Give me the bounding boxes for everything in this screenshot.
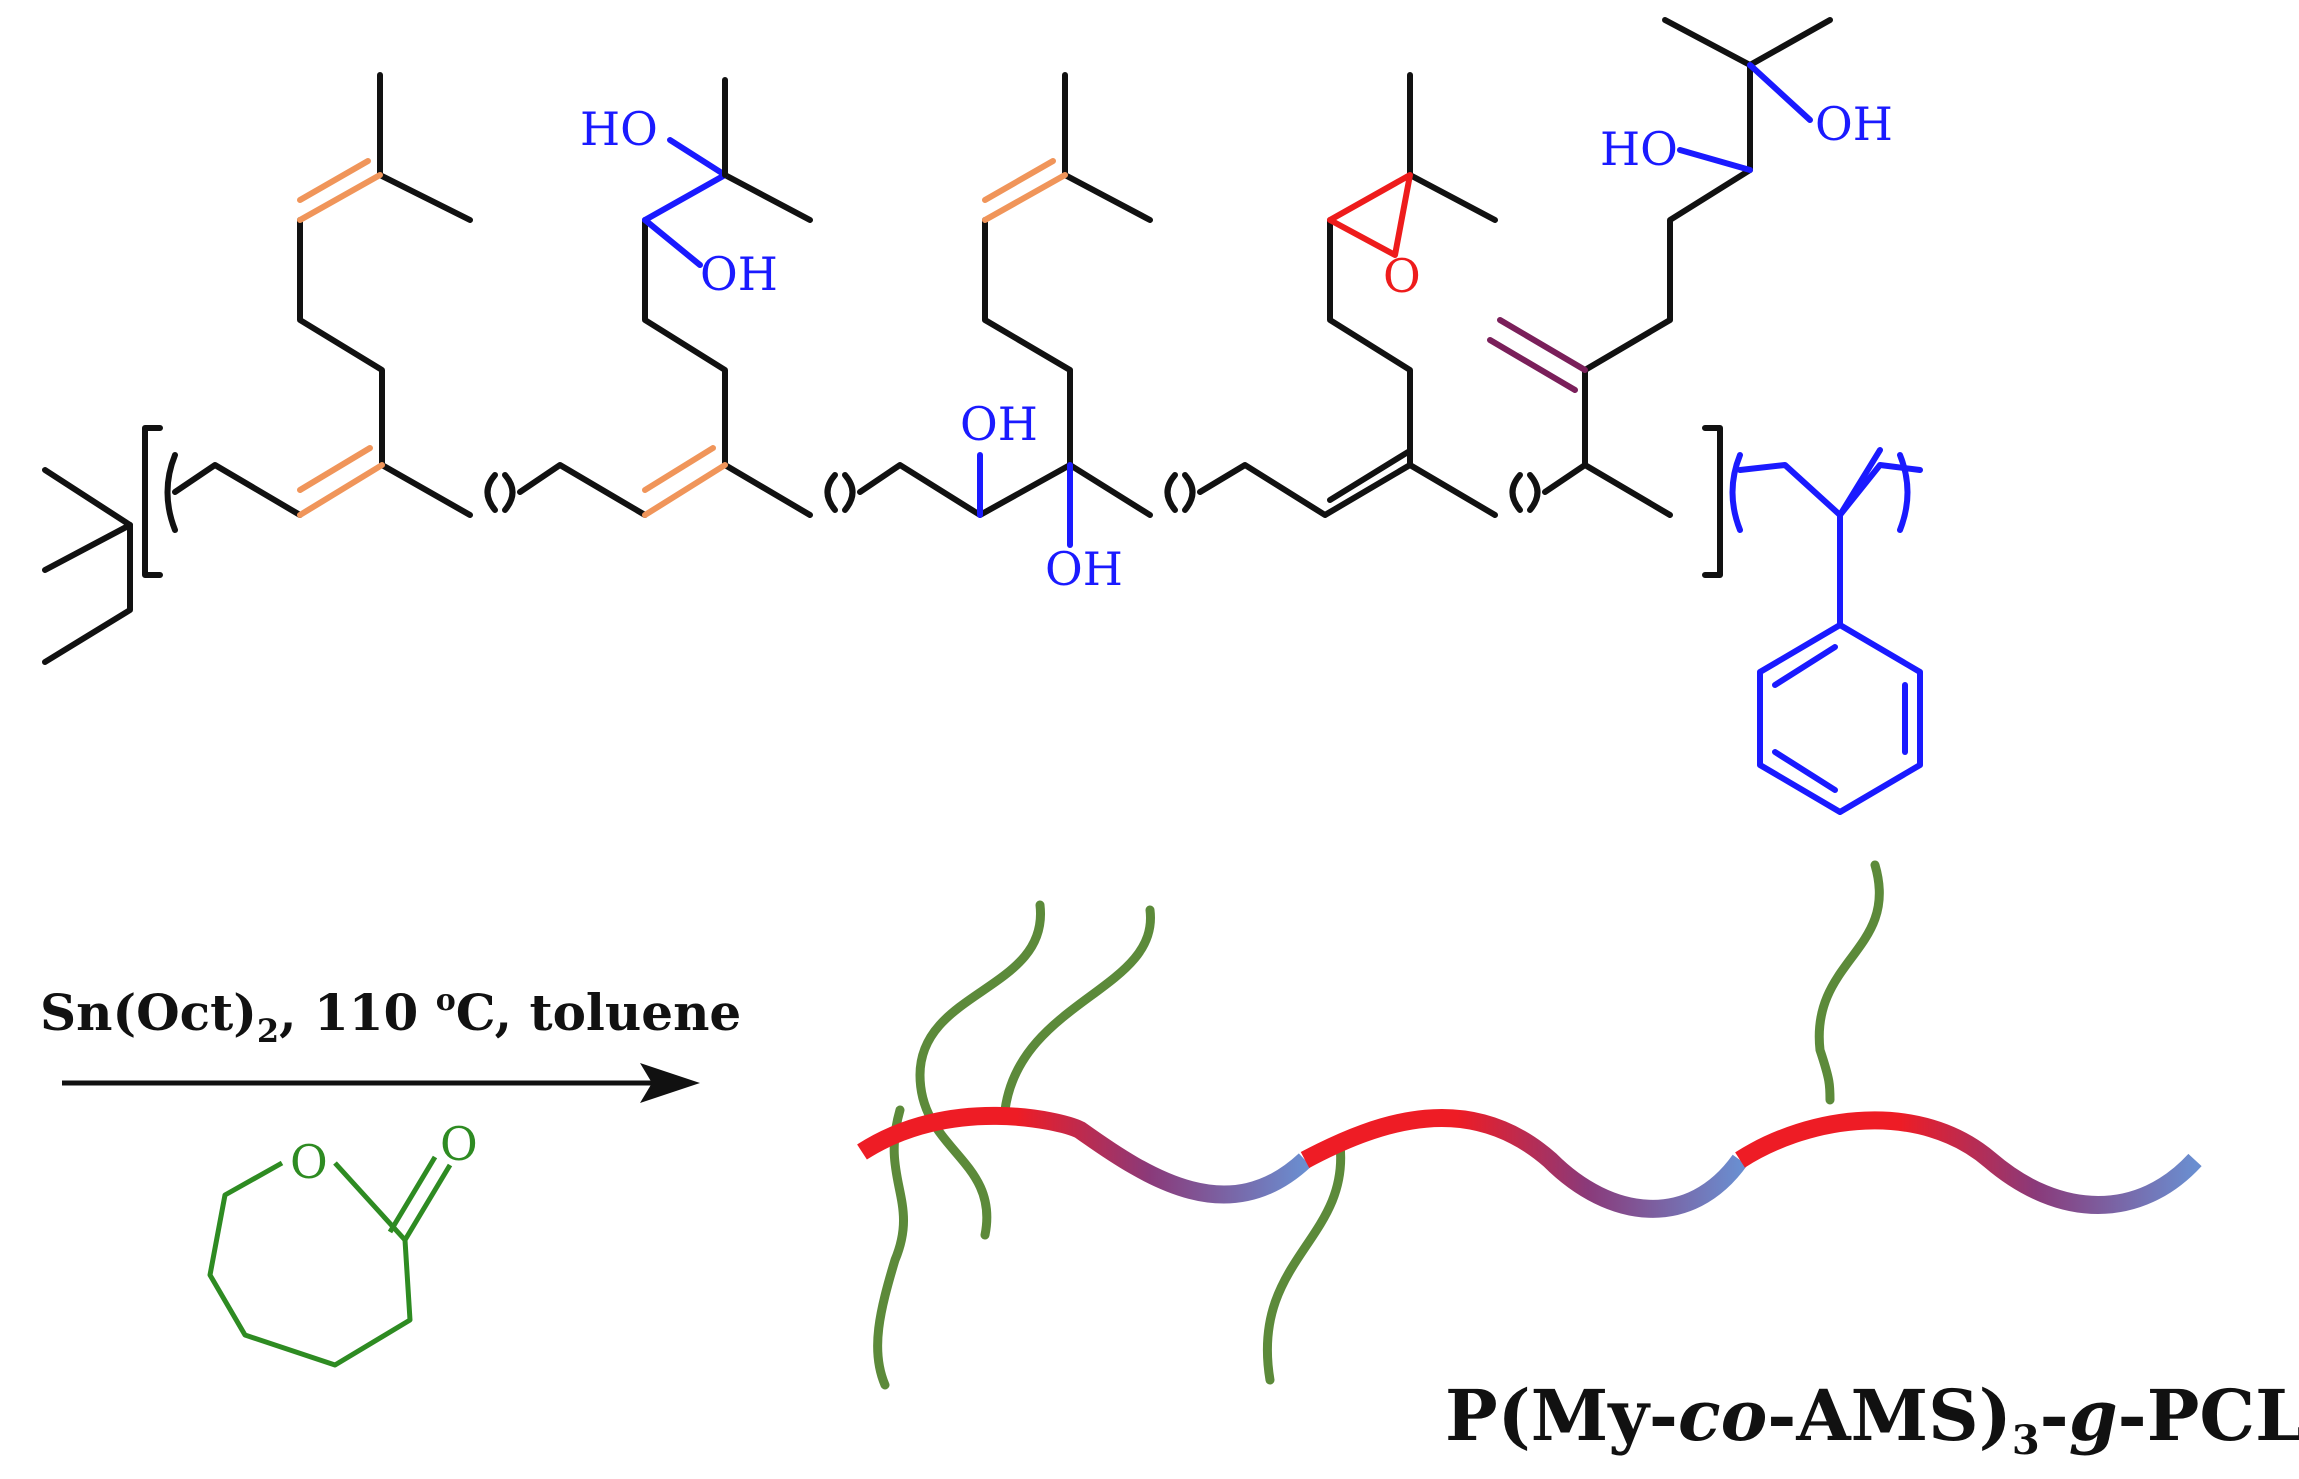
backbone-ribbon bbox=[857, 1106, 2202, 1218]
diol-bonds-2 bbox=[642, 137, 728, 268]
reaction-condition-text: Sn(Oct)2, 110 oC, toluene bbox=[40, 983, 741, 1050]
myrcene-double-bond-3 bbox=[982, 158, 1068, 223]
reaction-arrow-icon bbox=[62, 1063, 700, 1103]
polymer-structure bbox=[42, 17, 1923, 815]
ams-unit bbox=[1729, 447, 1923, 815]
lactone-ring-oxygen: O bbox=[290, 1135, 328, 1189]
hydroxyl-label-3: OH bbox=[960, 397, 1038, 451]
caprolactone-ring-icon bbox=[207, 1155, 453, 1368]
hydroxyl-label-2: OH bbox=[700, 247, 778, 301]
hydroxyl-label-1: HO bbox=[580, 102, 658, 156]
myrcene-double-bonds-1 bbox=[297, 158, 385, 518]
product-name: P(My-co-AMS)3-g-PCL bbox=[1445, 1374, 2299, 1464]
paren-1 bbox=[164, 452, 178, 533]
epoxide-oxygen-label: O bbox=[1383, 249, 1421, 303]
atom-labels: HO OH OH OH O HO OH bbox=[580, 97, 1893, 596]
reaction-conditions: Sn(Oct)2, 110 oC, toluene O O bbox=[40, 983, 741, 1368]
myrcene-double-bond-2 bbox=[642, 445, 728, 518]
epoxide-unit-4 bbox=[1182, 72, 1523, 518]
end-group bbox=[42, 467, 133, 665]
diol-unit-2 bbox=[502, 172, 838, 518]
vinyl-double-bond bbox=[1487, 317, 1588, 393]
close-bracket bbox=[1702, 425, 1723, 578]
backbone-diol-bonds bbox=[977, 452, 1073, 548]
hydroxyl-label-4: OH bbox=[1045, 542, 1123, 596]
myrcene-unit-1 bbox=[172, 72, 498, 518]
pcl-grafts bbox=[873, 860, 1884, 1390]
vinyl-diol-bonds bbox=[1677, 62, 1813, 173]
open-bracket bbox=[142, 425, 163, 578]
polymer-graft-cartoon-icon bbox=[857, 860, 2202, 1390]
hydroxyl-label-5: HO bbox=[1600, 122, 1678, 176]
lactone-carbonyl-oxygen: O bbox=[440, 1117, 478, 1171]
vinyl-unit-5 bbox=[1527, 17, 1833, 518]
hydroxyl-label-6: OH bbox=[1815, 97, 1893, 151]
epoxide-ring bbox=[1327, 172, 1413, 258]
